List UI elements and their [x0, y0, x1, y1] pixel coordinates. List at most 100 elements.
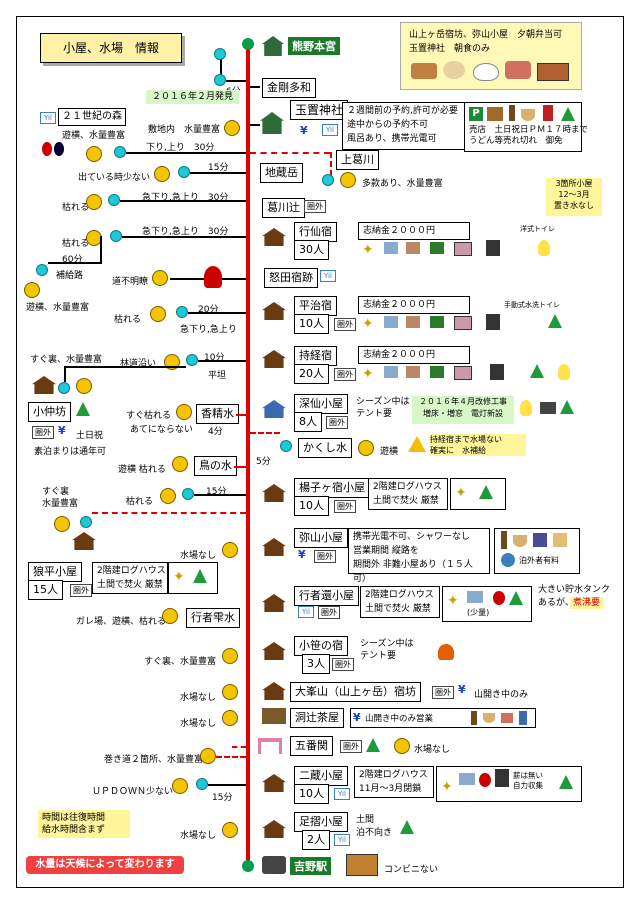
gyoja-icons: ✦ (少量) [442, 586, 532, 622]
info-fukasen: シーズン中は テント要 [356, 397, 410, 419]
yen-icon-nakabo: ¥ [58, 424, 66, 437]
fee-gyosen: 志納金２０００円 [358, 222, 470, 240]
note-dorotsuji: 山開き中のみ営業 [365, 714, 434, 724]
tamaki-shop-text: 売店 土日祝日ＰＭ１７時まで うどん等売れ切れ 御免 [469, 125, 589, 146]
note-sanjo: 山開き中のみ [474, 690, 529, 700]
connector-hokyuro [48, 262, 100, 264]
note-found-2016: ２０１６年２月発見 [146, 90, 240, 104]
place-kongo: 金剛多和 [262, 78, 316, 98]
shrine-icon [262, 36, 284, 56]
place-tamaki: 玉置神社 [290, 100, 349, 120]
note-rindo: 林道沿い [120, 359, 157, 369]
note-21seiki: 遊横、水量豊富 [62, 131, 126, 141]
note-mizuba-nashi-2: 水場なし [180, 693, 217, 703]
page-title: 小屋、水場 情報 [40, 33, 182, 63]
place-fukasen: 深仙小屋 [294, 394, 348, 414]
misen-fee: 泊外者有料 [519, 556, 559, 565]
hut-icon-jikyo [262, 350, 286, 368]
bento-icons [411, 59, 571, 83]
cap-fukasen: 8人 [294, 412, 322, 432]
water-face-makimichi [200, 748, 216, 764]
dash-kakushi-h [250, 432, 280, 434]
hline-jikyo-left [64, 366, 186, 368]
node-21seiki [114, 146, 126, 158]
signal-icon-21: Yil [40, 112, 56, 124]
hut-icon-misen [262, 538, 286, 556]
note-dekakeru: 出ている時少ない [78, 173, 151, 183]
note-shikichinai: 敷地内 水量豊富 [148, 125, 221, 135]
info-ashizuri: 土間 泊不向き [356, 815, 393, 838]
note-michi-fumei: 道不明瞭 [112, 277, 149, 287]
node-jikyo [186, 354, 198, 366]
badge-ext-sanjo: 圏外 [432, 686, 454, 699]
misen-icons: 泊外者有料 [494, 528, 580, 574]
tamaki-info-1: ２週間前の予約,許可が必要 [347, 106, 458, 116]
badge-ext-misen: 圏外 [314, 550, 336, 563]
note-kareru-1: 枯れる [62, 203, 90, 213]
time-60min: 60分 [62, 255, 83, 265]
connector-hiraji [188, 312, 246, 314]
hut-icon-ashizuri [262, 820, 286, 838]
badge-ext-gyoja: 圏外 [318, 606, 340, 619]
yen-icon: ¥ [300, 124, 308, 137]
store-icon-yoshino [346, 854, 378, 876]
note-kareru-2: 枯れる [62, 239, 90, 249]
tree-icon-nakabo [76, 402, 90, 416]
yen-icon-misen: ¥ [298, 548, 306, 561]
warning-icon [408, 436, 426, 452]
gyoja-note: 大きい貯水タンク あるが、 [538, 585, 611, 608]
place-21seiki: ２１世紀の森 [58, 108, 126, 126]
place-jizo: 地蔵岳 [260, 163, 303, 183]
place-kamikuzu: 上葛川 [336, 150, 379, 170]
note-kareru-4: 枯れる [126, 497, 154, 507]
place-nakabo: 小仲坊 [28, 402, 71, 422]
mascot-icon [204, 266, 222, 288]
place-onao: 狼平小屋 [28, 562, 82, 582]
place-sanjo: 大峯山（山上ヶ岳）宿坊 [290, 682, 421, 702]
hut-icon-kozasa [262, 642, 286, 660]
fukasen-notice: ２０１６年４月改修工事 増床・増窓 電灯新設 [412, 396, 514, 424]
connector-tamaki [250, 124, 260, 126]
gyosen-amenities: ✦ [358, 240, 578, 260]
trail-line [246, 40, 250, 870]
water-face-nuta [152, 270, 168, 286]
time-30min-2: 急下り,急上り 30分 [142, 193, 229, 203]
tamaki-info-3: 風呂あり、携帯光電可 [347, 134, 437, 144]
yen-icon-sanjo: ¥ [458, 683, 466, 696]
hut-icon-kusunoki [262, 484, 286, 502]
place-jikyo: 持経宿 [294, 346, 337, 366]
water-face-kamikuzu [340, 172, 356, 188]
badge-ext-nakabo: 圏外 [32, 426, 54, 439]
legend-box: 山上ヶ岳宿坊、弥山小屋 夕朝弁当可 玉置神社 朝食のみ [400, 22, 582, 90]
note-atenaranai: あてにならない [130, 425, 193, 435]
water-face-kozasa [222, 648, 238, 664]
note-hokyuro: 補給路 [56, 271, 84, 281]
note-yoshino: コンビニない [384, 865, 439, 875]
note-sugu-ura: すぐ裏、水量豊富 [30, 355, 103, 365]
info-misen-2: 営業期間 縦路を [353, 546, 419, 556]
water-face-sugu-ura-2 [54, 516, 70, 532]
connector-kuzukawa [120, 200, 246, 202]
tamaki-info: ２週間前の予約,許可が必要 途中からの予約不可 風呂あり、携帯光電可 [342, 102, 466, 150]
water-face-kosei [176, 404, 192, 420]
note-water: 水量は天候によって変わります [26, 856, 184, 874]
cap-hiraji: 10人 [294, 314, 329, 334]
map-frame [16, 16, 624, 888]
time-15min-2: 15分 [206, 487, 227, 497]
info-misen-3: 期間外 非難小屋あり（１５人可） [353, 560, 473, 584]
water-face-misen [222, 542, 238, 558]
note-yugyo-kareru: 遊横 枯れる [118, 465, 166, 475]
note-makimichi: 巻き道２箇所、水量豊富 [104, 755, 204, 765]
water-face-torinomizu [172, 456, 188, 472]
gyoja-boil: 煮沸要 [570, 597, 604, 609]
water-face-kareru3 [150, 306, 166, 322]
info-nizo: 2階建ログハウス 11月～3月閉鎖 [354, 766, 434, 798]
place-gyoja: 行者還小屋 [294, 586, 359, 606]
badge-ext-kuzukawa: 圏外 [304, 200, 326, 213]
water-face-hokyuro [24, 282, 40, 298]
note-sugu-ura-2: すぐ裏 水量豊富 [42, 487, 79, 509]
cap-nizo: 10人 [294, 784, 329, 804]
node-kakushi [280, 440, 292, 452]
signal-icon-ashizuri: Yil [334, 834, 350, 846]
info-onao: 2階建ログハウス 土間で焚火 厳禁 [92, 562, 168, 594]
